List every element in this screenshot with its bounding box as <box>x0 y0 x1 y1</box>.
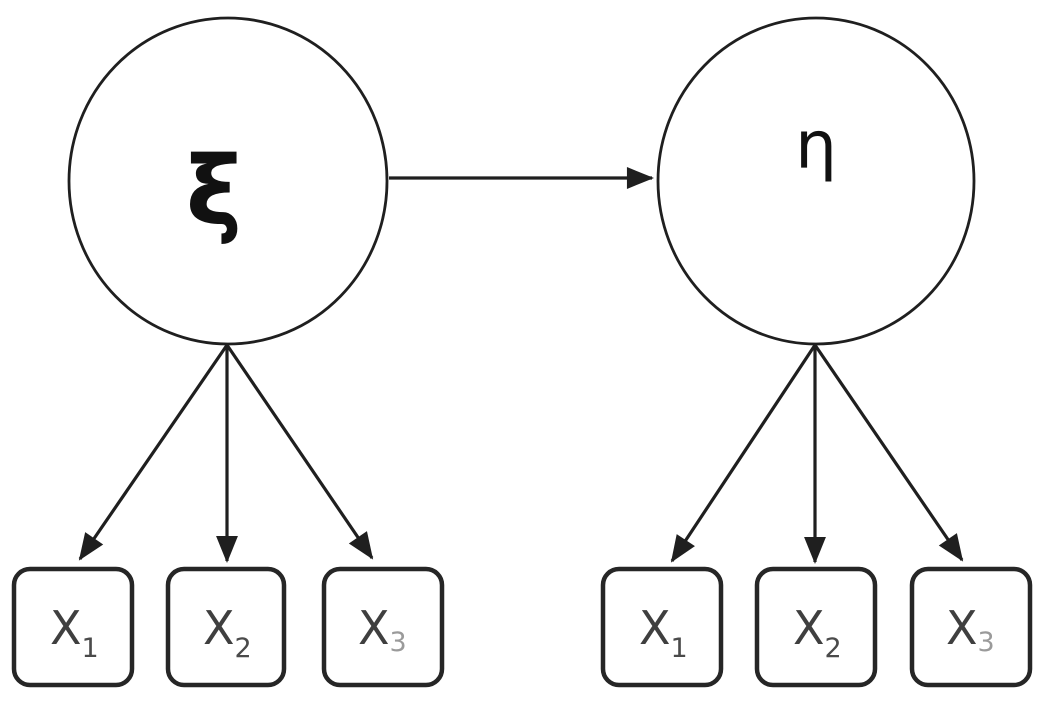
latent-label-eta: η <box>795 107 837 184</box>
indicator-base: X <box>358 601 390 655</box>
indicator-subscript: 2 <box>825 633 842 664</box>
indicator-label-xi-x1: X1 <box>50 601 99 664</box>
latent-node-eta-circle <box>656 16 976 346</box>
indicator-label-eta-x1: X1 <box>639 601 688 664</box>
indicator-subscript: 1 <box>671 633 688 664</box>
latent-label-xi: ξ <box>186 137 242 247</box>
indicator-subscript: 1 <box>82 633 99 664</box>
path-xi-to-x3-arrow <box>225 344 374 560</box>
indicator-box-eta-x2 <box>754 566 878 688</box>
path-eta-to-x1-arrow <box>670 344 817 563</box>
indicator-base: X <box>50 601 82 655</box>
indicator-base: X <box>639 601 671 655</box>
indicator-subscript: 3 <box>390 627 407 658</box>
path-xi-to-x1-arrow <box>78 344 229 561</box>
indicator-label-xi-x3: X3 <box>358 601 407 658</box>
latent-node-xi-circle <box>67 16 389 346</box>
indicator-box-xi-x2 <box>165 566 287 688</box>
indicator-base: X <box>946 601 978 655</box>
path-eta-to-x3-arrow <box>813 344 964 562</box>
indicator-base: X <box>203 601 235 655</box>
indicator-box-xi-x3 <box>321 566 445 688</box>
indicator-label-eta-x2: X2 <box>793 601 842 664</box>
indicator-label-xi-x2: X2 <box>203 601 252 664</box>
indicator-box-eta-x1 <box>600 566 724 688</box>
indicator-box-eta-x3 <box>909 566 1033 688</box>
indicator-subscript: 2 <box>235 633 252 664</box>
indicator-subscript: 3 <box>978 627 995 658</box>
indicator-base: X <box>793 601 825 655</box>
indicator-label-eta-x3: X3 <box>946 601 995 658</box>
indicator-box-xi-x1 <box>11 566 135 688</box>
